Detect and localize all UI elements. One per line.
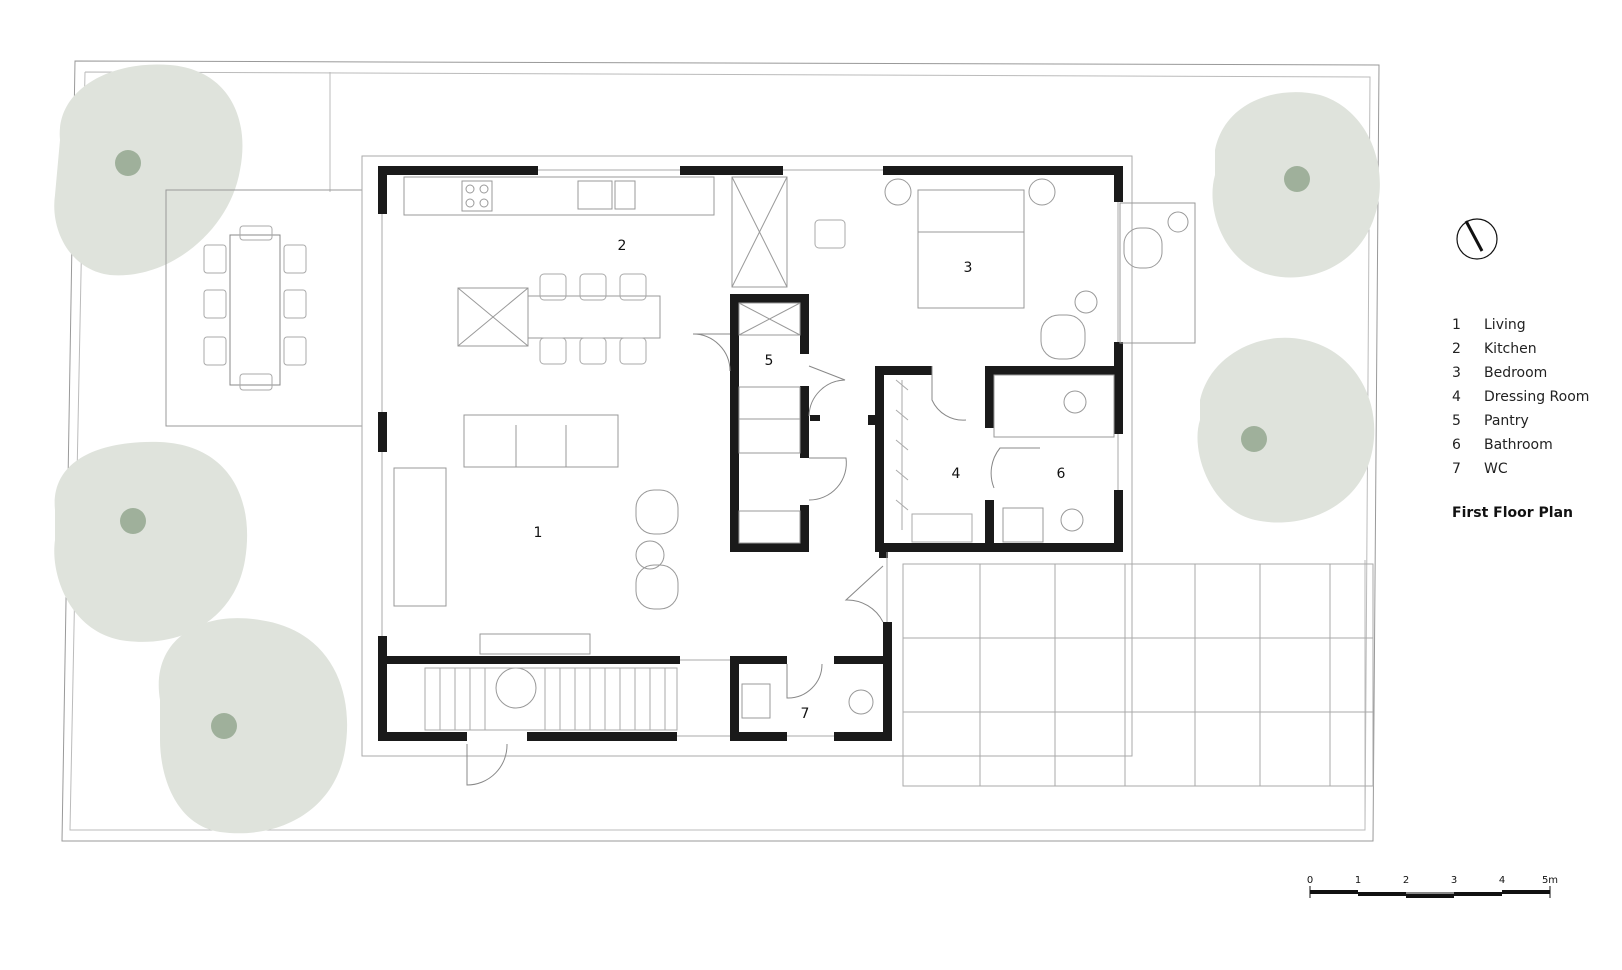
stairs bbox=[424, 667, 678, 731]
tree bbox=[158, 618, 348, 834]
legend-number: 3 bbox=[1452, 365, 1461, 381]
legend-item: 5 Pantry bbox=[1452, 409, 1589, 433]
windows bbox=[381, 169, 1119, 737]
room-number-5: 5 bbox=[765, 353, 774, 369]
tree-group bbox=[54, 64, 1380, 834]
legend-item: 6 Bathroom bbox=[1452, 433, 1589, 457]
legend-number: 7 bbox=[1452, 461, 1461, 477]
legend-label: Kitchen bbox=[1484, 341, 1537, 357]
scale-bar bbox=[1309, 886, 1551, 898]
legend-label: WC bbox=[1484, 461, 1508, 477]
tree-trunk bbox=[115, 150, 141, 176]
doors bbox=[466, 333, 1040, 786]
legend-item: 1 Living bbox=[1452, 313, 1589, 337]
kitchen-stools bbox=[539, 219, 846, 365]
legend-item: 4 Dressing Room bbox=[1452, 385, 1589, 409]
tree-trunk bbox=[1284, 166, 1310, 192]
room-number-6: 6 bbox=[1057, 466, 1066, 482]
walls bbox=[378, 166, 1123, 741]
dressing-rail bbox=[895, 379, 973, 543]
legend-item: 7 WC bbox=[1452, 457, 1589, 481]
legend-label: Dressing Room bbox=[1484, 389, 1590, 405]
scale-label-1: 1 bbox=[1355, 875, 1361, 886]
room-number-3: 3 bbox=[964, 260, 973, 276]
legend-number: 1 bbox=[1452, 317, 1461, 333]
pantry-shelves bbox=[738, 302, 801, 544]
legend-label: Bedroom bbox=[1484, 365, 1548, 381]
tree bbox=[1197, 337, 1375, 523]
scale-label-4: 4 bbox=[1499, 875, 1505, 886]
scale-label-5m: 5m bbox=[1542, 875, 1558, 886]
legend-label: Bathroom bbox=[1484, 437, 1553, 453]
room-number-2: 2 bbox=[618, 238, 627, 254]
legend-label: Pantry bbox=[1484, 413, 1529, 429]
tree-trunk bbox=[120, 508, 146, 534]
legend-number: 5 bbox=[1452, 413, 1461, 429]
plan-title: First Floor Plan bbox=[1452, 505, 1574, 521]
legend-item: 3 Bedroom bbox=[1452, 361, 1589, 385]
legend-number: 6 bbox=[1452, 437, 1461, 453]
outdoor-table bbox=[229, 234, 281, 386]
paving-grid bbox=[902, 563, 1374, 787]
room-number-1: 1 bbox=[534, 525, 543, 541]
tree bbox=[54, 64, 243, 276]
legend-label: Living bbox=[1484, 317, 1526, 333]
house-outline bbox=[361, 155, 1133, 757]
scale-label-2: 2 bbox=[1403, 875, 1409, 886]
tree-trunk bbox=[1241, 426, 1267, 452]
living-furniture bbox=[393, 414, 679, 709]
bathroom-fixtures bbox=[741, 374, 1115, 719]
kitchen-fixtures bbox=[403, 176, 788, 347]
room-number-7: 7 bbox=[801, 706, 810, 722]
outdoor-chairs bbox=[203, 225, 307, 391]
north-arrow-icon bbox=[1456, 218, 1498, 260]
room-legend: 1 Living 2 Kitchen 3 Bedroom 4 Dressing Room… bbox=[1452, 313, 1589, 481]
legend-number: 2 bbox=[1452, 341, 1461, 357]
tree-trunk bbox=[211, 713, 237, 739]
tree bbox=[54, 441, 248, 642]
room-number-4: 4 bbox=[952, 466, 961, 482]
scale-label-3: 3 bbox=[1451, 875, 1457, 886]
bedroom-furniture bbox=[884, 178, 1196, 360]
legend-item: 2 Kitchen bbox=[1452, 337, 1589, 361]
scale-label-0: 0 bbox=[1307, 875, 1313, 886]
legend-number: 4 bbox=[1452, 389, 1461, 405]
